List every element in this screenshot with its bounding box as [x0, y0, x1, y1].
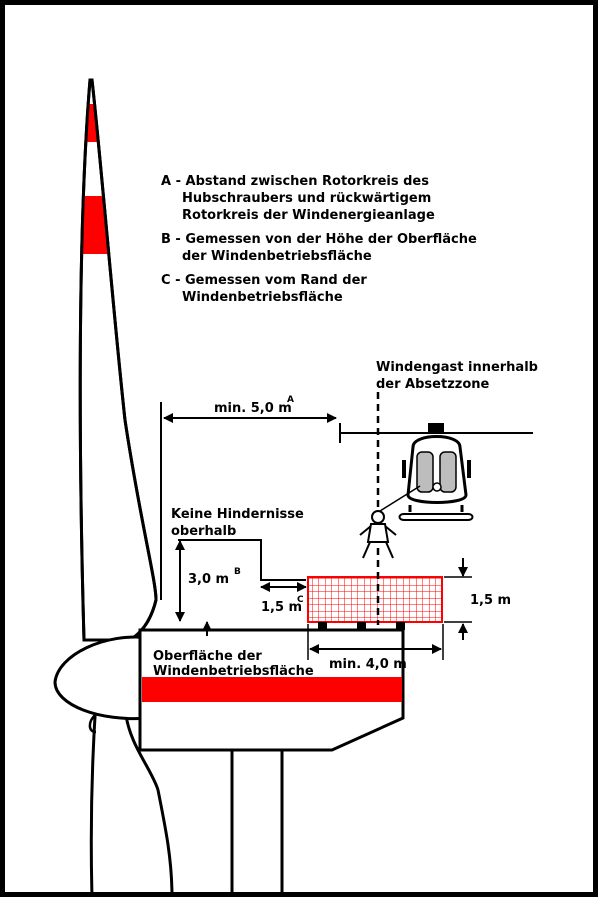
- helicopter-window-right: [439, 451, 457, 493]
- obstacle-free-outline: [178, 539, 306, 581]
- winch-cable: [379, 485, 421, 512]
- legend-b-line1: B - Gemessen von der Höhe der Oberfläche: [161, 232, 477, 247]
- tower: [230, 750, 284, 897]
- legend-c-line1: C - Gemessen vom Rand der: [161, 273, 367, 288]
- winched-person: [359, 510, 397, 559]
- min4-label: min. 4,0 m: [329, 657, 407, 672]
- oberflaeche-label-line1: Oberfläche der: [153, 649, 262, 664]
- legend-a-line1: A - Abstand zwischen Rotorkreis des: [161, 174, 429, 189]
- min5-superscript: A: [287, 395, 294, 405]
- windengast-label-line1: Windengast innerhalb: [376, 360, 538, 375]
- legend-a-line2: Hubschraubers und rückwärtigem: [182, 191, 431, 206]
- helicopter: [339, 423, 533, 521]
- winch-operating-area: [307, 576, 443, 630]
- legend: A - Abstand zwischen Rotorkreis des Hubs…: [161, 174, 477, 305]
- h30-superscript: B: [234, 567, 241, 577]
- windengast-label-line2: der Absetzzone: [376, 377, 490, 392]
- keine-hindernisse-line2: oberhalb: [171, 524, 236, 539]
- keine-hindernisse-line1: Keine Hindernisse: [171, 507, 304, 522]
- d15-superscript: C: [297, 595, 304, 605]
- legend-a-line3: Rotorkreis der Windenergieanlage: [182, 208, 435, 223]
- d15-label: 1,5 m: [261, 600, 302, 615]
- oberflaeche-label-line2: Windenbetriebsfläche: [153, 664, 314, 679]
- min5-label: min. 5,0 m: [214, 401, 292, 416]
- helicopter-window-left: [416, 451, 434, 493]
- nacelle-stripe: [142, 677, 402, 702]
- rotor-hub: [53, 635, 152, 734]
- legend-b-line2: der Windenbetriebsfläche: [182, 249, 372, 264]
- h15-label: 1,5 m: [470, 593, 511, 608]
- legend-c-line2: Windenbetriebsfläche: [182, 290, 343, 305]
- rotor-blade-lower: [89, 699, 174, 897]
- h30-label: 3,0 m: [188, 572, 229, 587]
